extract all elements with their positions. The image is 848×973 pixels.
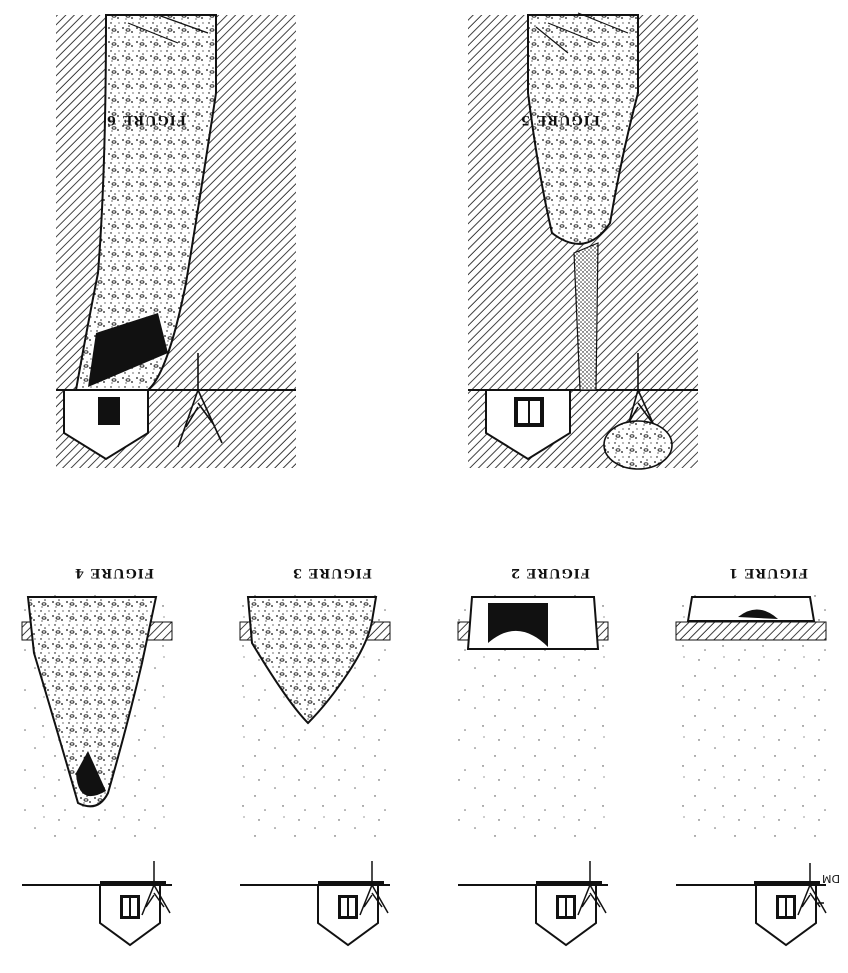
figure-3: FIGURE 3: [240, 565, 390, 945]
figure-2: FIGURE 2: [458, 565, 608, 945]
figure-6: FIGURE 6: [56, 15, 296, 468]
figure-2-caption: FIGURE 2: [510, 565, 590, 580]
figure-1: FIGURE 1 DM: [676, 565, 840, 945]
figure-4: FIGURE 4: [22, 565, 172, 945]
limestone-layer: [676, 622, 826, 640]
figure-3-caption: FIGURE 3: [292, 565, 372, 580]
figure-6-caption: FIGURE 6: [106, 112, 186, 127]
artist-signature: DM: [822, 872, 840, 885]
figure-5-caption: FIGURE 5: [520, 112, 600, 127]
rotated-plate: FIGURE 1 DM FIGURE 2: [22, 13, 840, 945]
figure-1-caption: FIGURE 1: [728, 565, 808, 580]
figure-4-caption: FIGURE 4: [74, 565, 154, 580]
figure-5: FIGURE 5: [468, 13, 698, 469]
